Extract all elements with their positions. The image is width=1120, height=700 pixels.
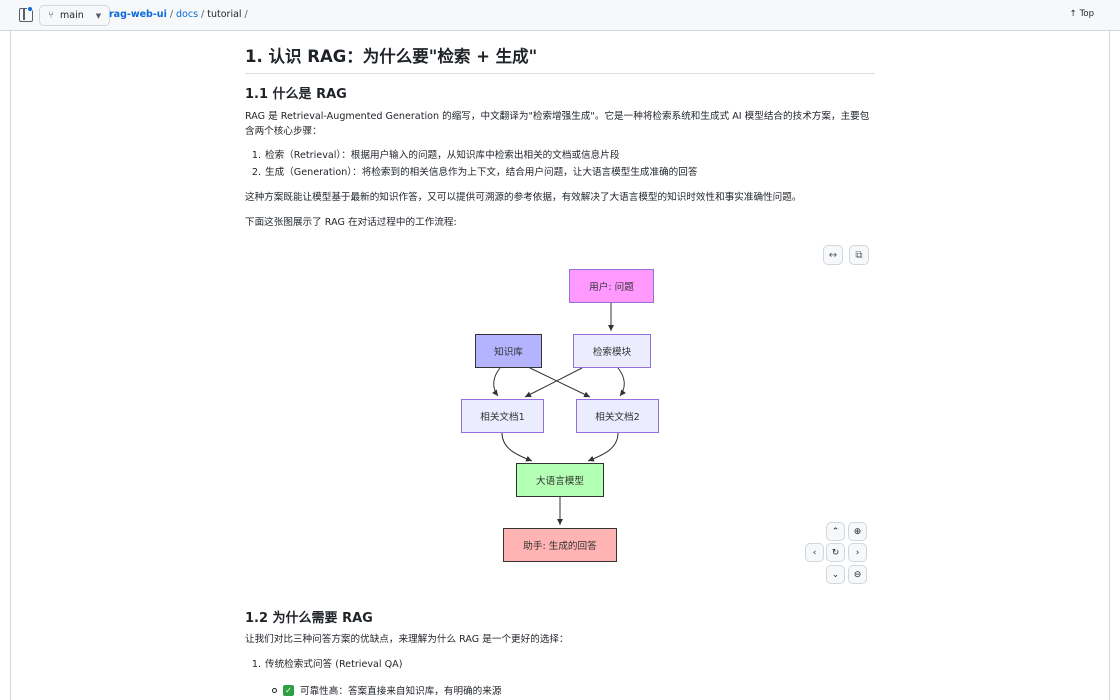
edge-doc1-llm	[501, 432, 533, 462]
breadcrumb: rag-web-ui / docs / tutorial /	[109, 9, 248, 20]
list-item-text: 生成（Generation）：将检索到的相关信息作为上下文，结合用户问题，让大语…	[265, 167, 698, 178]
intro-line-1: RAG 是 Retrieval-Augmented Generation 的缩写…	[245, 111, 870, 122]
breadcrumb-current: tutorial	[207, 9, 242, 20]
chevron-down-icon: ▼	[95, 11, 102, 20]
breadcrumb-repo-link[interactable]: rag-web-ui	[109, 9, 167, 20]
pan-left-button[interactable]: ‹	[805, 543, 824, 562]
notification-dot-icon	[27, 6, 33, 12]
diagram-intro-paragraph: 下面这张图展示了 RAG 在对话过程中的工作流程:	[245, 217, 457, 228]
node-knowledge-base: 知识库	[475, 334, 542, 368]
breadcrumb-separator: /	[201, 9, 205, 20]
pan-up-button[interactable]: ⌃	[826, 522, 845, 541]
list-item: 2. 生成（Generation）：将检索到的相关信息作为上下文，结合用户问题，…	[245, 164, 875, 181]
intro-paragraph: RAG 是 Retrieval-Augmented Generation 的缩写…	[245, 109, 875, 139]
pan-right-button[interactable]: ›	[848, 543, 867, 562]
list-number: 1.	[251, 659, 261, 670]
reset-icon: ↻	[831, 547, 840, 558]
expand-diagram-button[interactable]: ↔	[823, 245, 843, 265]
file-header-bar: ⑂ main ▼ rag-web-ui / docs / tutorial / …	[0, 0, 1120, 31]
git-branch-icon: ⑂	[48, 10, 54, 21]
comparison-paragraph: 让我们对比三种问答方案的优缺点，来理解为什么 RAG 是一个更好的选择：	[245, 634, 569, 645]
chevron-left-icon: ‹	[812, 547, 817, 558]
back-to-top-button[interactable]: ↑ Top	[1070, 9, 1094, 19]
intro-line-2: 含两个核心步骤：	[245, 126, 322, 137]
check-mark-icon: ✓	[283, 684, 294, 696]
zoom-in-button[interactable]: ⊕	[848, 522, 867, 541]
top-label: Top	[1079, 9, 1094, 19]
copy-icon: ⧉	[855, 249, 863, 261]
list-number: 1.	[251, 150, 261, 161]
copy-diagram-button[interactable]: ⧉	[849, 245, 869, 265]
edge-kb-doc2	[529, 367, 591, 398]
edge-doc2-llm	[587, 432, 619, 462]
list-item: 1. 检索（Retrieval）：根据用户输入的问题，从知识库中检索出相关的文档…	[245, 147, 875, 164]
list-item: 1. 传统检索式问答 (Retrieval QA)	[245, 656, 875, 673]
zoom-out-icon: ⊖	[853, 569, 862, 580]
breadcrumb-docs-link[interactable]: docs	[176, 9, 199, 20]
list-number: 2.	[251, 167, 261, 178]
sub-list-item-text: 可靠性高：答案直接来自知识库，有明确的来源	[300, 686, 502, 697]
chevron-down-icon: ⌄	[831, 569, 840, 580]
breadcrumb-separator: /	[244, 9, 248, 20]
node-llm: 大语言模型	[516, 463, 604, 497]
branch-name: main	[60, 10, 84, 21]
breadcrumb-separator: /	[169, 9, 174, 20]
edge-retriever-doc1	[524, 367, 583, 398]
section-heading-1-2: 1.2 为什么需要 RAG	[245, 611, 373, 626]
branch-selector-button[interactable]: ⑂ main ▼	[39, 5, 111, 26]
sub-list-item: ✓ 可靠性高：答案直接来自知识库，有明确的来源	[272, 683, 501, 697]
section-heading-1-1: 1.1 什么是 RAG	[245, 87, 347, 102]
circle-bullet-icon	[272, 687, 277, 693]
summary-paragraph: 这种方案既能让模型基于最新的知识作答，又可以提供可溯源的参考依据，有效解决了大语…	[245, 192, 802, 203]
node-assistant-answer: 助手: 生成的回答	[503, 528, 617, 562]
reset-view-button[interactable]: ↻	[826, 543, 845, 562]
list-item-text: 检索（Retrieval）：根据用户输入的问题，从知识库中检索出相关的文档或信息…	[265, 150, 620, 161]
content-frame	[10, 0, 1110, 700]
node-user-question: 用户: 问题	[569, 269, 654, 303]
edge-retriever-doc2	[617, 367, 626, 397]
chevron-right-icon: ›	[855, 547, 860, 558]
steps-list: 1. 检索（Retrieval）：根据用户输入的问题，从知识库中检索出相关的文档…	[245, 147, 875, 181]
sidebar-toggle-icon[interactable]	[19, 8, 33, 22]
node-doc-2: 相关文档2	[576, 399, 659, 433]
comparison-list: 1. 传统检索式问答 (Retrieval QA)	[245, 656, 875, 673]
chevron-up-icon: ⌃	[831, 526, 840, 537]
edge-kb-doc1	[492, 367, 501, 397]
node-retriever: 检索模块	[573, 334, 651, 368]
list-item-text: 传统检索式问答 (Retrieval QA)	[265, 659, 403, 670]
arrows-horizontal-icon: ↔	[828, 249, 838, 261]
arrow-up-icon: ↑	[1069, 9, 1077, 19]
page-title: 1. 认识 RAG：为什么要"检索 + 生成"	[245, 43, 875, 74]
zoom-out-button[interactable]: ⊖	[848, 565, 867, 584]
pan-down-button[interactable]: ⌄	[826, 565, 845, 584]
node-doc-1: 相关文档1	[461, 399, 544, 433]
zoom-in-icon: ⊕	[853, 526, 862, 537]
